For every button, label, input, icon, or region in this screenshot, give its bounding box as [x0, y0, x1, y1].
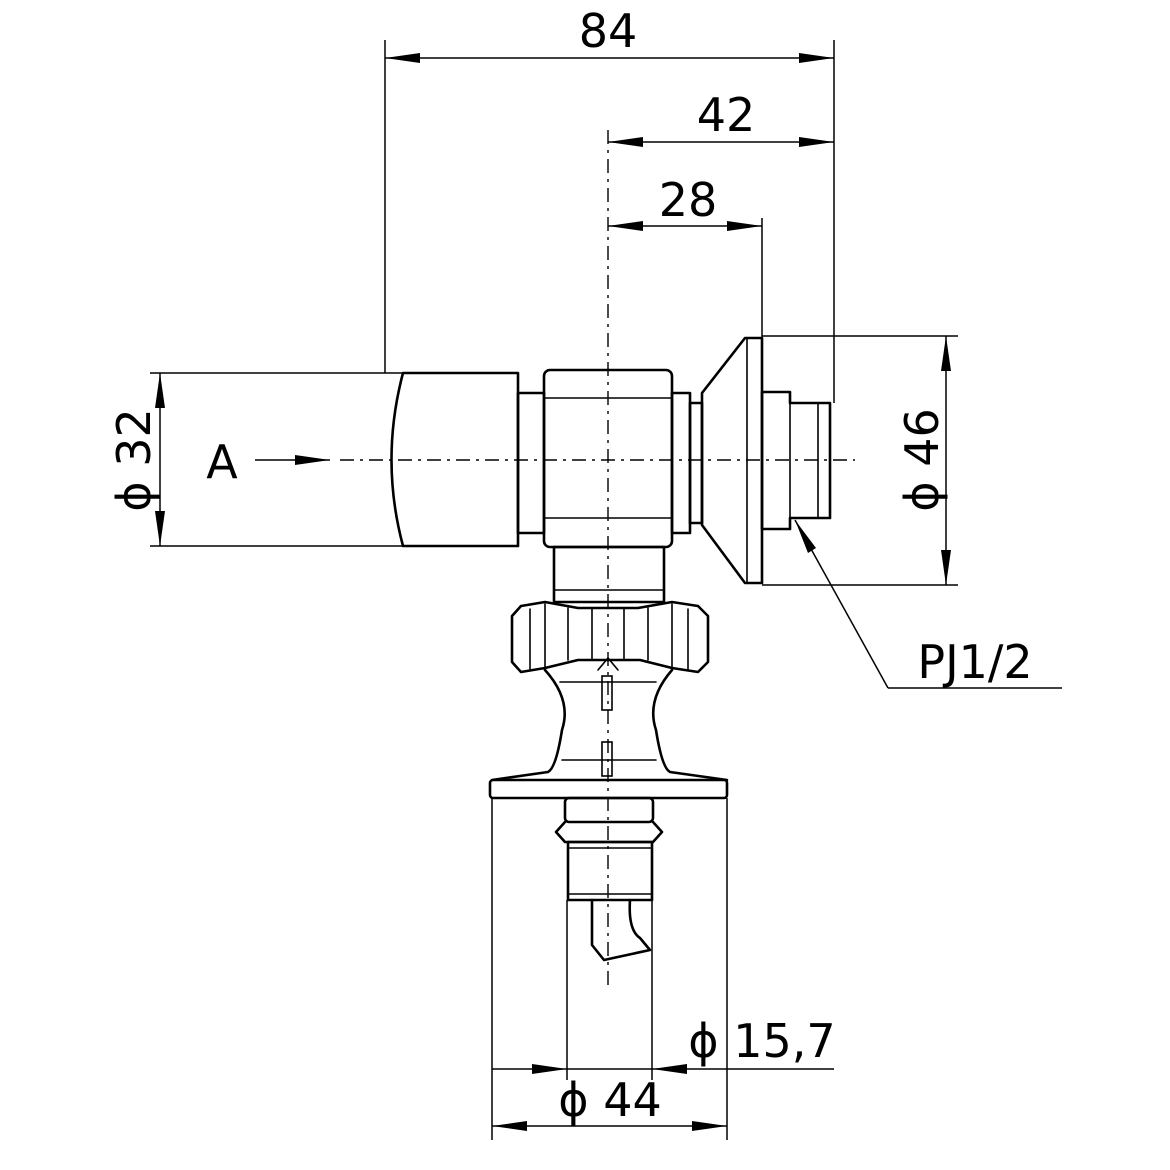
dimension-42: [608, 137, 834, 147]
thread-callout-label: PJ1/2: [917, 635, 1032, 689]
dimension-28: [608, 221, 762, 231]
dimension-phi-44-label: ϕ 44: [558, 1073, 662, 1127]
dimension-phi-15-7: [492, 1064, 834, 1074]
outlet-pipe: [554, 796, 664, 962]
body-neck: [552, 545, 666, 604]
dimension-84: [385, 53, 834, 63]
dimension-28-label: 28: [659, 173, 718, 227]
valve-body: [542, 368, 704, 549]
knurled-nut: [510, 600, 710, 674]
wall-flange: [700, 336, 764, 585]
dimension-phi-46: [941, 336, 951, 585]
view-marker-label: A: [206, 435, 238, 489]
thread-connector: [760, 390, 832, 531]
stem-spool: [490, 668, 729, 782]
dimension-phi-46-label: ϕ 46: [895, 408, 949, 512]
dimension-42-label: 42: [697, 88, 756, 142]
extension-lines: [150, 40, 958, 1140]
dimension-84-label: 84: [579, 4, 638, 58]
dimension-phi-44: [492, 1121, 727, 1131]
dimension-phi-15-7-label: ϕ 15,7: [688, 1014, 835, 1068]
thread-leader: [794, 519, 1062, 689]
dimension-phi-32-label: ϕ 32: [107, 408, 161, 512]
dimension-phi-32: [155, 373, 165, 546]
view-arrow: [255, 455, 330, 465]
center-lines: [340, 130, 855, 990]
